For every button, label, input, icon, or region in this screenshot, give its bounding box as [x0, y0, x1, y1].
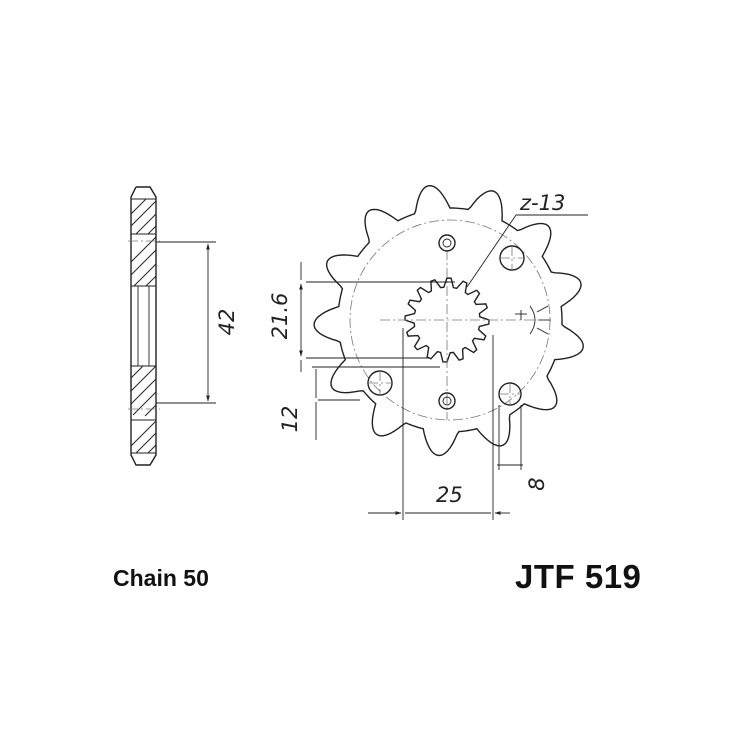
sprocket-outline	[313, 184, 584, 457]
hatch-upper	[130, 198, 157, 287]
hatch-lower	[130, 365, 157, 454]
teeth-count-label: z-13	[519, 191, 565, 215]
dim-42-label: 42	[215, 309, 239, 336]
bolt-hole-bottom	[438, 392, 456, 410]
bolt-hole-top	[438, 234, 456, 252]
dim-21-6-label: 21.6	[268, 293, 292, 340]
dim-8-label: 8	[525, 477, 549, 490]
surface-finish-symbol	[515, 305, 551, 335]
dim-25-label: 25	[436, 483, 463, 507]
front-view: z-13 21.6 12 25 8	[268, 184, 588, 520]
side-view: 42	[128, 186, 239, 466]
part-number: JTF 519	[515, 558, 642, 595]
dim-12-label: 12	[278, 406, 302, 433]
chain-label: Chain 50	[113, 565, 209, 591]
